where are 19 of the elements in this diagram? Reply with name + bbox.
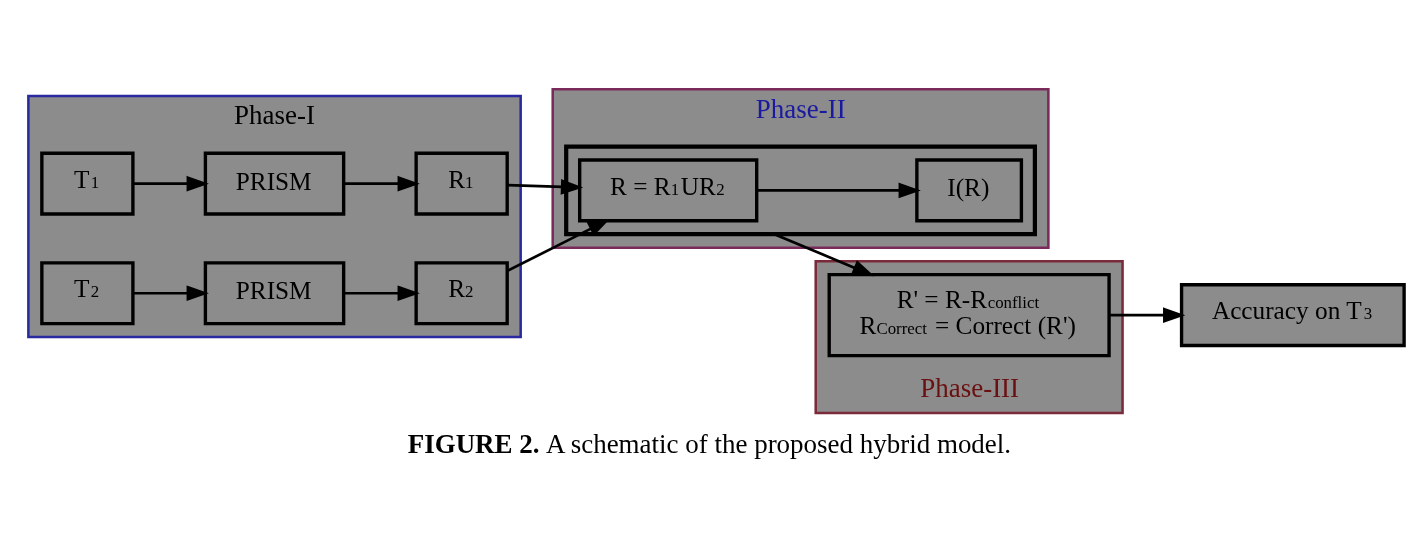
node-box: PRISM (203, 261, 346, 326)
caption: FIGURE 2. A schematic of the proposed hybrid model. (407, 429, 1012, 460)
arrow (133, 285, 209, 302)
arrow (133, 175, 209, 192)
node-box: T1 (40, 151, 135, 216)
arrow (506, 219, 610, 273)
arrow (344, 285, 420, 302)
node-box: R2 (414, 261, 509, 326)
arrow (1109, 307, 1186, 323)
node-box: R' = R-Rconflict RCorrect = Correct (R') (827, 273, 1111, 358)
node-box: R = R1UR2 (578, 158, 759, 223)
node-box: T2 (40, 261, 135, 326)
arrow (344, 175, 420, 192)
node-box: PRISM (203, 151, 346, 216)
node-box: R1 (414, 151, 509, 216)
arrow (507, 179, 584, 195)
arrow (756, 182, 921, 199)
node-box: Accuracy on T3 (1179, 283, 1406, 348)
node-box: I(R) (915, 158, 1024, 223)
